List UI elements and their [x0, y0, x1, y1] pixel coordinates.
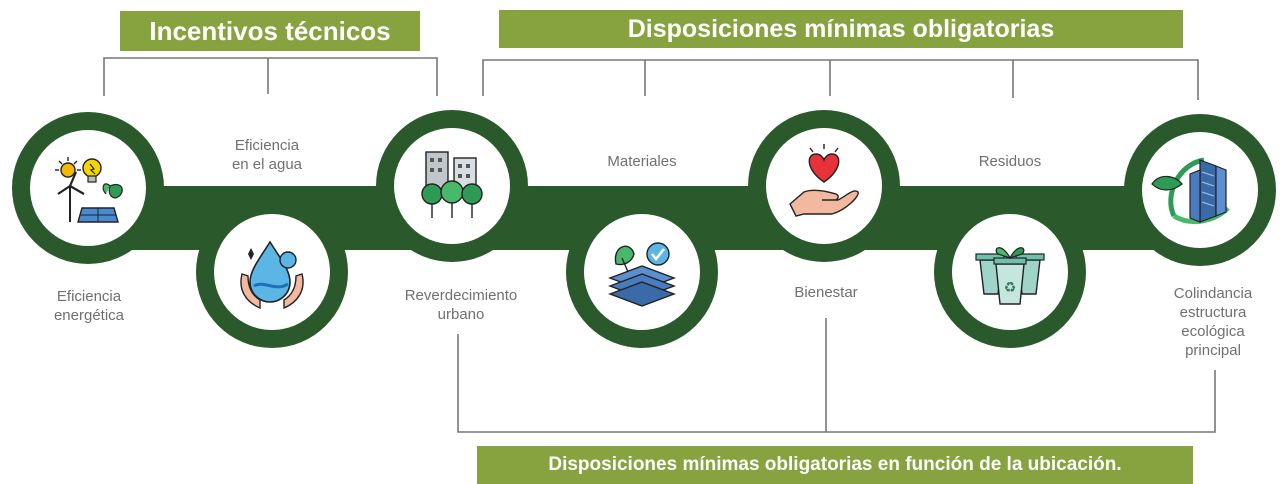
label-reverdecimiento-urbano: Reverdecimiento urbano [386, 286, 536, 324]
renewable-energy-icon [55, 157, 123, 223]
connector-lines [103, 57, 1216, 433]
label-line: principal [1185, 342, 1241, 359]
water-drop-hands-icon [240, 240, 304, 310]
label-line: Colindancia [1173, 285, 1253, 302]
label-line: Bienestar [794, 284, 858, 301]
disposiciones-minimas-banner: Disposiciones mínimas obligatorias [499, 10, 1183, 48]
city-trees-icon [421, 151, 483, 218]
label-line: Eficiencia [234, 137, 300, 154]
heart-hand-icon [789, 144, 859, 217]
label-line: ecológica [1181, 323, 1245, 340]
label-colindancia: Colindancia estructura ecológica princip… [1148, 284, 1278, 360]
label-line: estructura [1179, 304, 1247, 321]
label-line: Reverdecimiento [404, 287, 518, 304]
disposiciones-ubicacion-banner: Disposiciones mínimas obligatorias en fu… [477, 446, 1193, 484]
recycling-bins-icon: ♻ [975, 247, 1045, 305]
label-line: Residuos [978, 153, 1042, 170]
label-line: energética [53, 307, 125, 324]
label-line: en el agua [231, 156, 303, 173]
label-line: Eficiencia [56, 288, 122, 305]
label-bienestar: Bienestar [760, 283, 892, 302]
sustainable-materials-icon [608, 242, 676, 307]
label-eficiencia-energetica: Eficiencia energética [24, 287, 154, 325]
label-materiales: Materiales [576, 152, 708, 171]
incentivos-tecnicos-banner: Incentivos técnicos [120, 11, 420, 51]
label-line: Materiales [607, 153, 677, 170]
label-residuos: Residuos [944, 152, 1076, 171]
green-building-leaf-icon [1151, 157, 1230, 225]
label-eficiencia-agua: Eficiencia en el agua [200, 136, 334, 174]
label-line: urbano [437, 306, 485, 323]
svg-text:♻: ♻ [1004, 280, 1017, 296]
